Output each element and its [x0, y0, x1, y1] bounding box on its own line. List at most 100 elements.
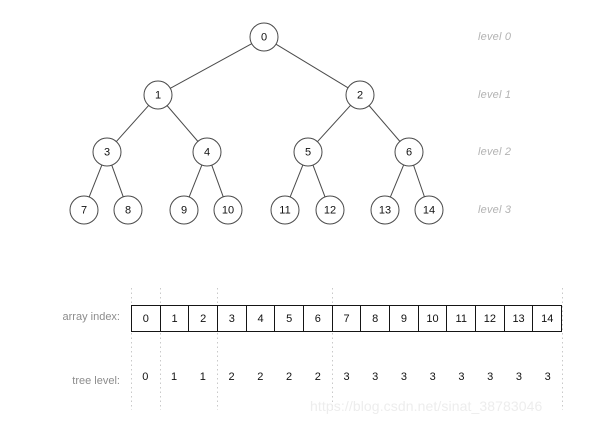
tree-node-label: 6 — [406, 147, 412, 159]
tree-edge — [170, 43, 252, 89]
tree-edge — [211, 164, 224, 198]
tree-node[interactable]: 4 — [192, 137, 222, 167]
array-index-cell[interactable]: 11 — [447, 306, 477, 331]
tree-edge — [115, 105, 150, 142]
tree-level-cell: 1 — [199, 371, 206, 383]
tree-node-circle — [293, 137, 323, 167]
tree-level-cell: 3 — [458, 371, 465, 383]
tree-node-circle — [394, 137, 424, 167]
tree-level-cell: 3 — [372, 371, 379, 383]
tree-node-label: 3 — [104, 147, 110, 159]
tree-level-cell: 1 — [171, 371, 178, 383]
tree-node[interactable]: 11 — [270, 195, 300, 225]
tree-level-cell: 2 — [228, 371, 235, 383]
tree-node[interactable]: 10 — [213, 195, 243, 225]
tree-node-circle — [169, 195, 199, 225]
tree-edges — [88, 43, 425, 198]
array-index-cell[interactable]: 12 — [476, 306, 505, 331]
tree-node[interactable]: 7 — [69, 195, 99, 225]
level-label-1: level 1 — [478, 89, 512, 101]
tree-level-cell: 2 — [314, 371, 321, 383]
tree-node-circle — [143, 80, 173, 110]
level-label-0: level 0 — [478, 31, 512, 43]
tree-node-label: 2 — [357, 90, 363, 102]
tree-node[interactable]: 2 — [345, 80, 375, 110]
tree-node-circle — [249, 22, 279, 52]
tree-node[interactable]: 9 — [169, 195, 199, 225]
tree-node-circle — [315, 195, 345, 225]
tree-node-label: 11 — [279, 205, 290, 217]
tree-node-label: 4 — [204, 147, 210, 159]
tree-node-label: 8 — [125, 205, 131, 217]
array-index-cell[interactable]: 6 — [304, 306, 333, 331]
tree-node[interactable]: 3 — [92, 137, 122, 167]
tree-node-circle — [92, 137, 122, 167]
tree-node[interactable]: 14 — [414, 195, 444, 225]
array-index-cell[interactable]: 10 — [419, 306, 448, 331]
array-index-cell[interactable]: 9 — [390, 306, 419, 331]
tree-level-cell: 3 — [544, 371, 551, 383]
tree-edge — [317, 105, 351, 142]
tree-node-label: 9 — [181, 205, 187, 217]
tree-edge — [166, 105, 199, 142]
tree-node-circle — [414, 195, 444, 225]
tree-level-cell: 3 — [343, 371, 350, 383]
tree-node[interactable]: 5 — [293, 137, 323, 167]
tree-level-cell: 3 — [487, 371, 494, 383]
array-index-cell[interactable]: 14 — [541, 312, 554, 325]
tree-node-circle — [192, 137, 222, 167]
tree-level-cell: 2 — [257, 371, 264, 383]
tree-node-label: 5 — [305, 147, 311, 159]
tree-node-label: 0 — [261, 32, 267, 44]
tree-edge — [289, 164, 304, 198]
tree-node-circle — [69, 195, 99, 225]
tree-node[interactable]: 13 — [370, 195, 400, 225]
tree-edge — [188, 164, 203, 198]
tree-node-label: 13 — [379, 205, 391, 217]
tree-node-circle — [213, 195, 243, 225]
level-label-3: level 3 — [478, 204, 512, 216]
tree-node-label: 10 — [222, 205, 234, 217]
array-index-cell[interactable]: 13 — [505, 306, 534, 331]
tree-level-cell: 3 — [400, 371, 408, 383]
tree-node-label: 12 — [324, 205, 336, 217]
tree-level-cell: 3 — [515, 371, 522, 383]
tree-level-row: 0 1 1 2 2 2 2 3 3 3 3 3 3 3 3 — [131, 369, 562, 385]
level-label-2: level 2 — [478, 146, 512, 158]
tree-edge — [275, 43, 349, 89]
tree-level-row-label: tree level: — [72, 375, 120, 387]
array-index-cell[interactable]: 7 — [333, 306, 362, 331]
tree-node[interactable]: 0 — [249, 22, 279, 52]
tree-edge — [368, 105, 401, 142]
tree-level-cell: 2 — [285, 371, 293, 383]
watermark-text: https://blog.csdn.net/sinat_38783046 — [310, 398, 543, 414]
array-index-cell[interactable]: 3 — [218, 306, 247, 331]
tree-node[interactable]: 12 — [315, 195, 345, 225]
array-index-cell[interactable]: 5 — [275, 306, 305, 331]
tree-level-cell: 3 — [429, 371, 436, 383]
tree-node[interactable]: 6 — [394, 137, 424, 167]
array-index-cell[interactable]: 0 — [132, 306, 161, 331]
array-index-cell[interactable]: 8 — [361, 306, 391, 331]
array-index-cell[interactable]: 1 — [161, 306, 190, 331]
tree-edge — [389, 164, 405, 198]
tree-node-circle — [113, 195, 143, 225]
array-index-cell[interactable]: 2 — [189, 306, 219, 331]
tree-node[interactable]: 1 — [143, 80, 173, 110]
array-index-cell[interactable]: 4 — [247, 306, 276, 331]
tree-level-cell: 0 — [142, 371, 149, 383]
tree-node-circle — [270, 195, 300, 225]
tree-node-label: 1 — [155, 90, 161, 102]
tree-edge — [413, 165, 425, 197]
array-index-row-label: array index: — [62, 311, 120, 323]
tree-node-label: 14 — [423, 205, 435, 217]
tree-node-circle — [345, 80, 375, 110]
tree-node-circle — [370, 195, 400, 225]
tree-node[interactable]: 8 — [113, 195, 143, 225]
tree-edge — [111, 164, 124, 198]
